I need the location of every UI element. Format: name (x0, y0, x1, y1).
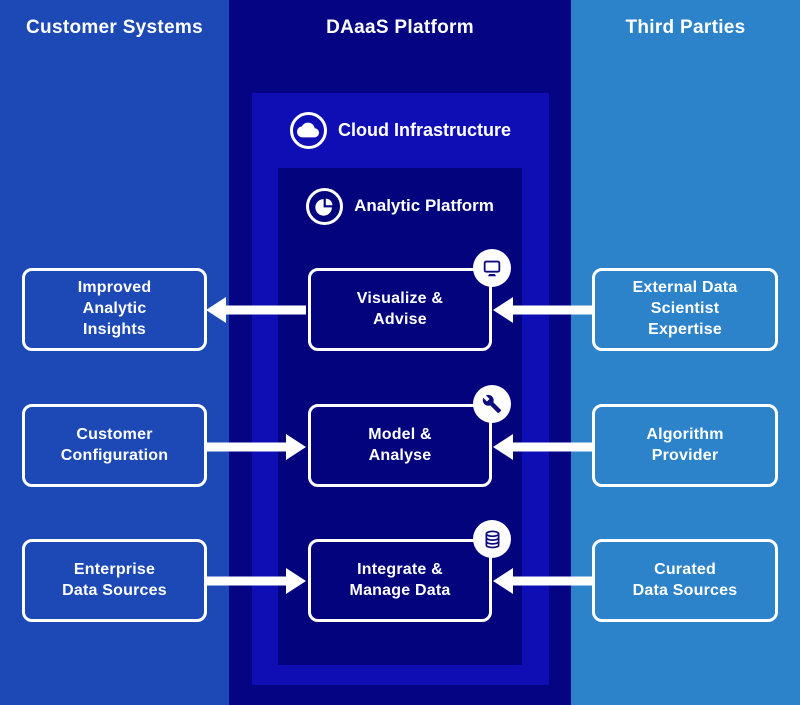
customer-systems-column (0, 0, 229, 705)
arrow-row3-right (493, 566, 593, 596)
node-customer-configuration: Customer Configuration (22, 404, 207, 487)
node-improved-analytic-insights: Improved Analytic Insights (22, 268, 207, 351)
analytic-platform-label: Analytic Platform (354, 196, 494, 215)
node-algorithm-provider: Algorithm Provider (592, 404, 778, 487)
node-model-analyse: Model & Analyse (308, 404, 492, 487)
node-enterprise-data-sources: Enterprise Data Sources (22, 539, 207, 622)
arrow-row1-left (206, 295, 306, 325)
analytic-platform-header: Analytic Platform (278, 184, 522, 228)
daas-platform-title: DAaaS Platform (326, 17, 474, 38)
arrow-row1-right (493, 295, 593, 325)
pie-chart-icon (306, 187, 344, 225)
monitor-icon (473, 249, 511, 287)
customer-systems-title: Customer Systems (26, 17, 203, 38)
arrow-row3-left (206, 566, 306, 596)
cloud-infrastructure-label: Cloud Infrastructure (337, 119, 511, 140)
arrow-row2-right (493, 432, 593, 462)
node-visualize-advise: Visualize & Advise (308, 268, 492, 351)
third-parties-title: Third Parties (625, 17, 746, 38)
arrow-row2-left (206, 432, 306, 462)
node-integrate-manage-data: Integrate & Manage Data (308, 539, 492, 622)
node-external-data-scientist-expertise: External Data Scientist Expertise (592, 268, 778, 351)
third-parties-column (571, 0, 800, 705)
cloud-infrastructure-header: Cloud Infrastructure (252, 108, 549, 152)
wrench-icon (473, 385, 511, 423)
cloud-icon (289, 111, 327, 149)
database-icon (473, 520, 511, 558)
node-curated-data-sources: Curated Data Sources (592, 539, 778, 622)
